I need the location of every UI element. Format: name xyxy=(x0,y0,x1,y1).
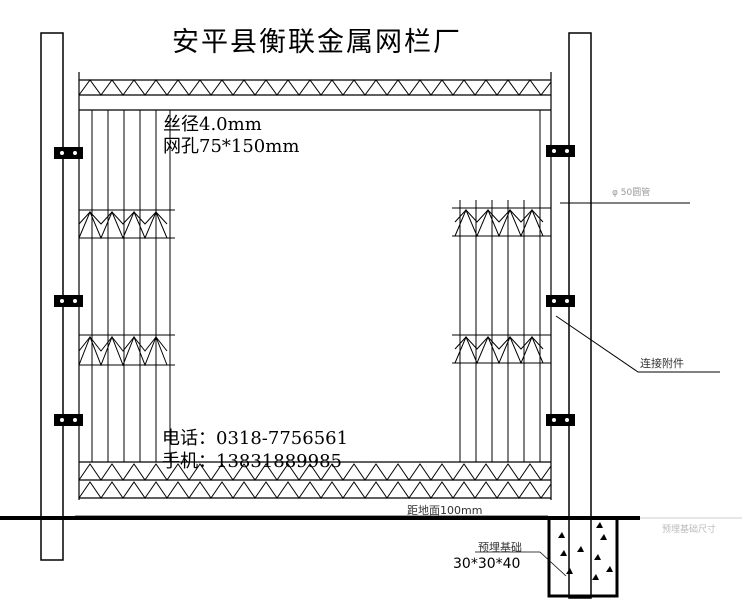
left-connector-clips xyxy=(54,147,83,426)
right-connector-clips xyxy=(546,145,575,426)
foundation-leader-2 xyxy=(539,551,567,577)
left-vertical-wires xyxy=(91,110,171,462)
fence-panel xyxy=(78,72,552,500)
page-title: 安平县衡联金属网栏厂 xyxy=(172,27,462,58)
right-vertical-wires xyxy=(459,110,541,462)
foundation-aggregate xyxy=(558,522,613,580)
faint-foundation-label: 预埋基础尺寸 xyxy=(662,525,717,535)
connector-label: 连接附件 xyxy=(640,357,684,370)
foundation-label: 预埋基础 xyxy=(478,541,522,554)
foundation-box xyxy=(547,516,619,598)
right-post xyxy=(568,32,592,599)
connector-leader xyxy=(555,315,720,373)
bottom-bend-zigzag xyxy=(78,463,552,481)
wire-diameter-spec: 丝径4.0mm xyxy=(163,114,262,135)
middle-bends-left xyxy=(78,209,175,367)
mesh-size-spec: 网孔75*150mm xyxy=(163,136,300,157)
ground-gap-label: 距地面100mm xyxy=(407,504,483,517)
pipe-label: φ 50圆管 xyxy=(612,188,651,198)
foundation-size-label: 30*30*40 xyxy=(453,556,521,572)
bottom-bend-zigzag-2 xyxy=(78,481,552,499)
top-bend-zigzag xyxy=(78,79,552,96)
mobile-number: 手机：13831889985 xyxy=(162,451,342,472)
middle-bends-right xyxy=(452,207,551,365)
phone-number: 电话：0318-7756561 xyxy=(162,428,349,449)
